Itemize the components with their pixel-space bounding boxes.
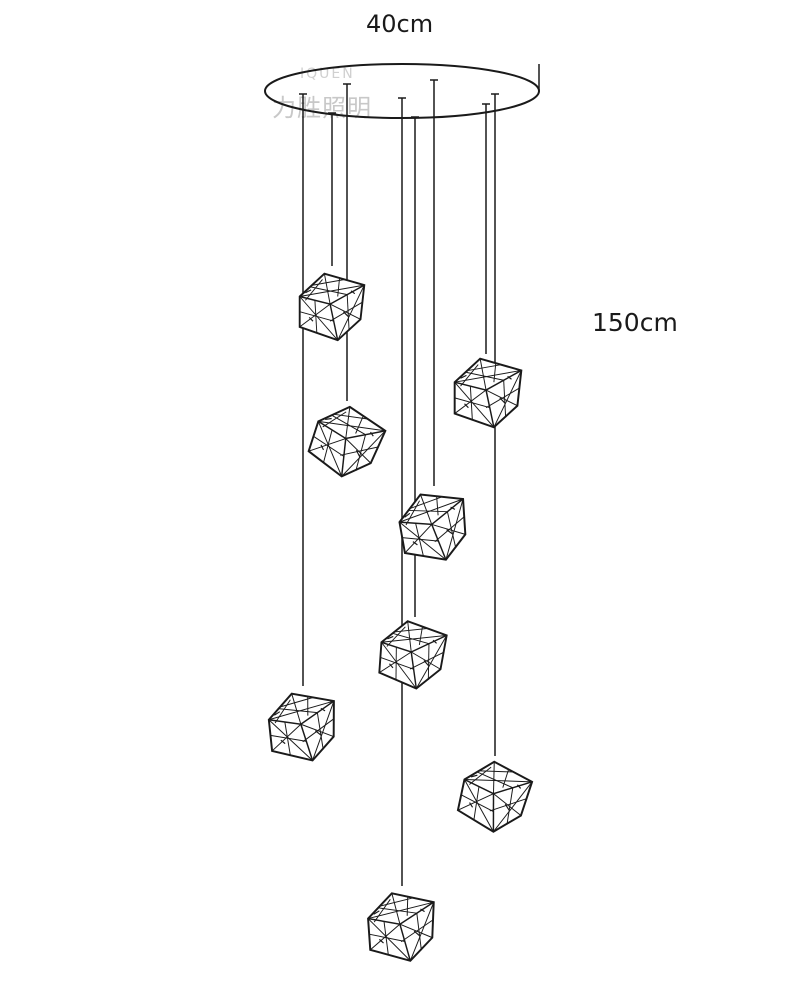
width-dimension-label: 40cm (366, 10, 434, 38)
suspension-wires (302, 80, 496, 886)
wire-anchors (299, 79, 499, 118)
pendant-cube-1 (298, 272, 366, 342)
pendant-cube-4 (394, 486, 474, 568)
pendant-cube-8 (365, 889, 439, 965)
pendant-cube-3 (303, 398, 390, 486)
pendant-cube-5 (377, 618, 449, 692)
pendant-cube-2 (453, 357, 523, 429)
pendant-cube-6 (265, 688, 341, 766)
pendant-cube-7 (454, 755, 536, 839)
height-dimension-label: 150cm (592, 308, 678, 337)
